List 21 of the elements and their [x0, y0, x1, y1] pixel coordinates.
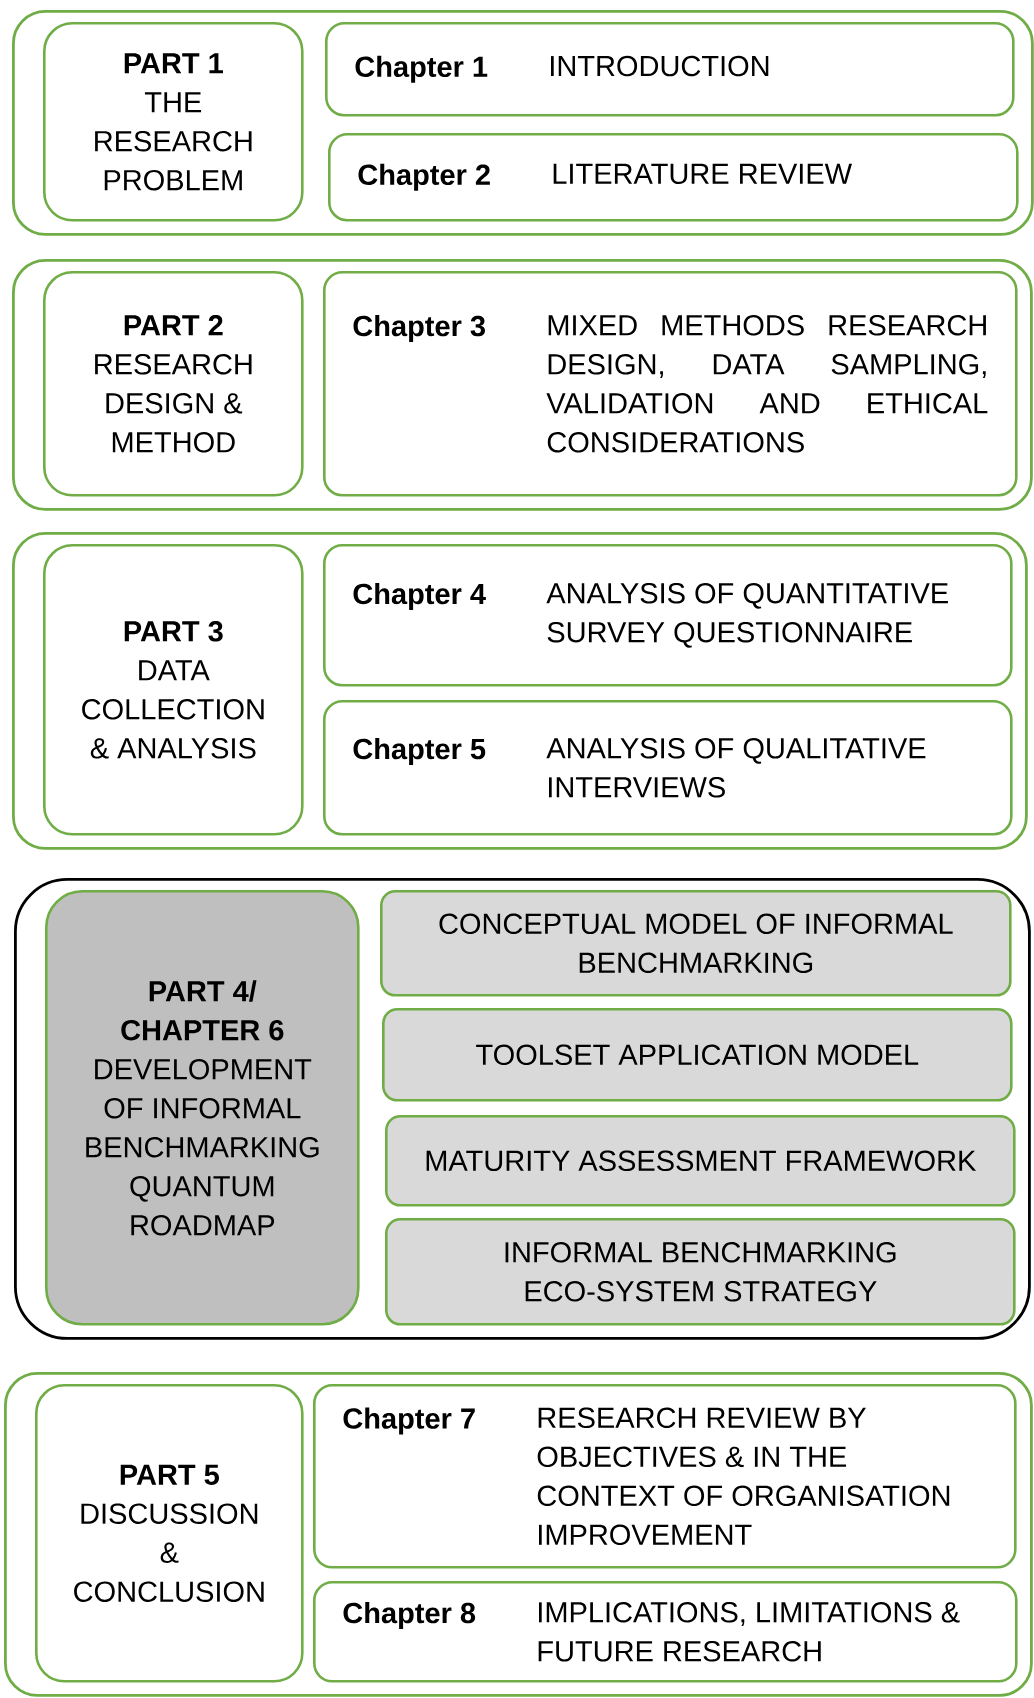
chapter-box: Chapter 7 RESEARCH REVIEW BY OBJECTIVES & IN THE CONTEXT OF ORGANISATION IMPROVEMENT — [313, 1384, 1017, 1569]
section-band — [12, 259, 1033, 511]
chapter-box: Chapter 1 INTRODUCTION — [325, 22, 1015, 117]
part-box: PART 1 THE RESEARCH PROBLEM — [43, 22, 304, 222]
chapter-box: Chapter 2 LITERATURE REVIEW — [328, 133, 1019, 222]
part-box: PART 2 RESEARCH DESIGN & METHOD — [43, 271, 304, 497]
component-box: INFORMAL BENCHMARKING ECO-SYSTEM STRATEGY — [385, 1218, 1016, 1326]
part-box: PART 4/ CHAPTER 6 DEVELOPMENT OF INFORMAL BENCHMARKING QUANTUM ROADMAP — [45, 890, 360, 1326]
section-band — [12, 532, 1028, 850]
section-band — [12, 10, 1034, 236]
component-box: MATURITY ASSESSMENT FRAMEWORK — [385, 1115, 1016, 1207]
chapter-box: Chapter 4 ANALYSIS OF QUANTITATIVE SURVEY QUESTIONNAIRE — [323, 544, 1013, 687]
component-box: CONCEPTUAL MODEL OF INFORMAL BENCHMARKING — [380, 890, 1012, 997]
part-box: PART 3 DATA COLLECTION & ANALYSIS — [43, 544, 304, 836]
chapter-box: Chapter 3 MIXED METHODS RESEARCH DESIGN, DATA SAMPLING, VALIDATION AND ETHICAL CONSIDERATIONS — [323, 271, 1018, 497]
section-band — [4, 1372, 1033, 1697]
part-box: PART 5 DISCUSSION & CONCLUSION — [35, 1384, 304, 1683]
chapter-box: Chapter 5 ANALYSIS OF QUALITATIVE INTERVIEWS — [323, 700, 1013, 836]
section-band — [14, 878, 1031, 1340]
chapter-box: Chapter 8 IMPLICATIONS, LIMITATIONS & FUTURE RESEARCH — [313, 1581, 1018, 1683]
component-box: TOOLSET APPLICATION MODEL — [382, 1008, 1013, 1102]
